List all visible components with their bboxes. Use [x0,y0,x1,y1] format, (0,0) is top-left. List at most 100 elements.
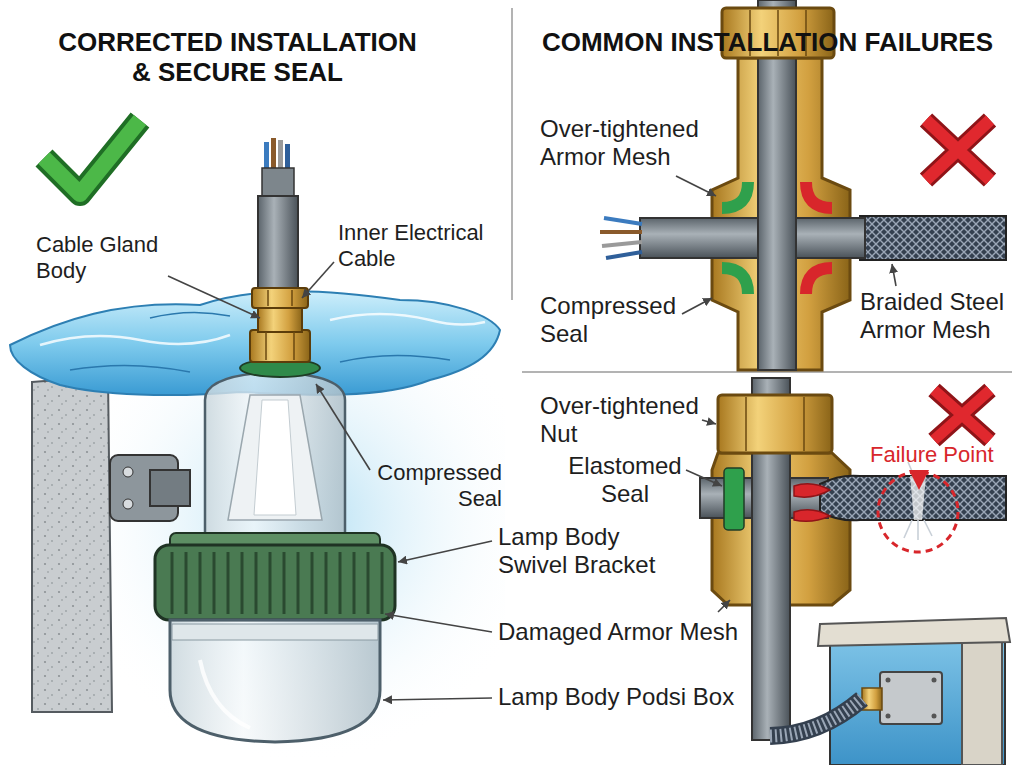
failure-gland-one [806,182,832,208]
inner-cable [278,140,283,172]
inner-cable [271,138,276,172]
failure-point-marker [909,470,929,490]
lamp-body [205,372,345,560]
check-mark [44,120,140,194]
inner-cable [258,196,298,292]
failure-gland-one [640,218,865,258]
pool-junction-box [932,714,937,719]
pool-junction-box [770,699,862,736]
failure-gland-one [860,216,1006,260]
concrete-wall [32,376,112,712]
failure-gland-one [606,252,642,258]
swivel-bracket [123,499,133,509]
pool-junction-box [886,678,891,683]
part-label: Over-tightened Nut [540,392,705,448]
cable-gland [252,288,308,308]
leader-line [676,176,716,196]
leader-line [168,176,896,700]
inner-cable [262,168,294,198]
failure-gland-two [794,484,830,497]
check-mark [44,120,140,194]
water-surface [340,355,450,362]
lamp-body [155,372,395,742]
part-label: Compressed Seal [362,460,502,511]
leader-line [302,262,334,298]
failure-gland-two [724,468,744,530]
water-surface [40,335,230,345]
leader-line [682,298,712,314]
panel-heading: COMMON INSTALLATION FAILURES [530,28,1005,58]
lamp-body [228,395,322,520]
leader-line [686,470,722,486]
pool-junction-box [818,618,1010,646]
part-label: Lamp Body Podsi Box [498,683,748,711]
lamp-body [172,552,382,614]
failure-gland-two [794,510,830,522]
fail-mark [934,390,990,440]
swivel-bracket [110,455,190,521]
part-label: Compressed Seal [540,292,690,348]
failure-gland-two [718,395,832,453]
failure-gland-one [722,182,748,208]
swivel-bracket [123,467,133,477]
part-label: Inner Electrical Cable [338,220,513,271]
lamp-body [254,400,296,515]
swivel-bracket [150,470,190,506]
fail-mark [926,120,990,180]
inner-cable [258,138,298,292]
pool-junction-box [932,678,937,683]
fail-mark [926,120,990,180]
pool-junction-box [880,672,942,724]
part-label: Cable Gland Body [36,232,181,283]
cable-gland [250,330,310,362]
cable-gland [266,290,294,360]
pool-junction-box [962,642,1002,765]
pool-junction-box [770,618,1010,765]
leader-line [383,698,492,700]
leader-line [718,600,730,612]
failure-gland-two [820,476,1006,521]
leader-line [316,384,370,470]
part-label: Braided Steel Armor Mesh [860,288,1012,344]
failure-gland-one [604,218,642,224]
failure-gland-one [806,268,832,294]
leader-line [892,264,896,286]
lamp-body [170,620,380,742]
cable-gland [258,306,302,332]
failure-gland-one [600,218,642,258]
fail-mark [926,120,990,180]
lamp-body [200,660,250,728]
lamp-body [155,545,395,620]
pool-junction-box [886,714,891,719]
failure-point-marker [878,470,958,552]
panel-heading: CORRECTED INSTALLATION & SECURE SEAL [50,28,425,88]
check-mark [44,120,140,194]
part-label: Elastomed Seal [560,452,690,508]
leader-line [398,541,492,562]
water-surface [70,365,190,372]
part-label: Over-tightened Armor Mesh [540,115,715,171]
part-label: Damaged Armor Mesh [498,618,748,646]
leader-line [702,420,716,424]
water-surface [150,312,230,318]
lamp-body [172,624,378,640]
failure-gland-one [600,230,642,234]
leader-line [168,276,260,318]
underwater-haze [100,360,505,765]
failure-gland-two [746,397,804,451]
water-surface [330,314,485,325]
fail-mark [934,390,990,440]
failure-gland-one [722,268,748,294]
fail-mark [934,390,990,440]
leader-line [385,614,492,632]
concrete-wall [32,376,112,712]
pool-junction-box [770,699,862,736]
failure-gland-one [602,242,642,246]
part-label: Lamp Body Swivel Bracket [498,523,678,579]
failure-label: Failure Point [870,442,1010,468]
cable-gland [240,288,320,377]
panel-divider [511,8,513,300]
